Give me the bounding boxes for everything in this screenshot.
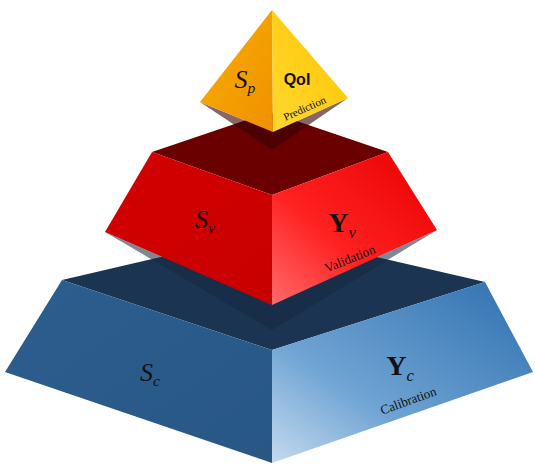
quantity-label: QoI — [284, 72, 311, 88]
data-symbol: Yv — [328, 209, 356, 242]
validation-tier: Sv YvValidation — [105, 110, 440, 310]
set-symbol: Sp — [235, 67, 256, 96]
prediction-left-face — [200, 10, 273, 132]
prediction-tier: Sp QoI Prediction — [200, 10, 350, 135]
tier-label: Prediction — [282, 94, 328, 122]
tier-label: Validation — [323, 242, 377, 274]
tier-label: Calibration — [378, 384, 437, 416]
validation-right-face — [272, 152, 437, 305]
calibration-tier: Sc YcCalibration — [5, 230, 533, 465]
calibration-left-face — [5, 280, 272, 463]
set-symbol: Sc — [140, 360, 160, 389]
prediction-right-face — [272, 10, 348, 132]
set-symbol: Sv — [195, 207, 215, 236]
calibration-right-face — [272, 282, 533, 463]
validation-left-face — [105, 152, 272, 305]
data-symbol: Yc — [386, 352, 414, 385]
